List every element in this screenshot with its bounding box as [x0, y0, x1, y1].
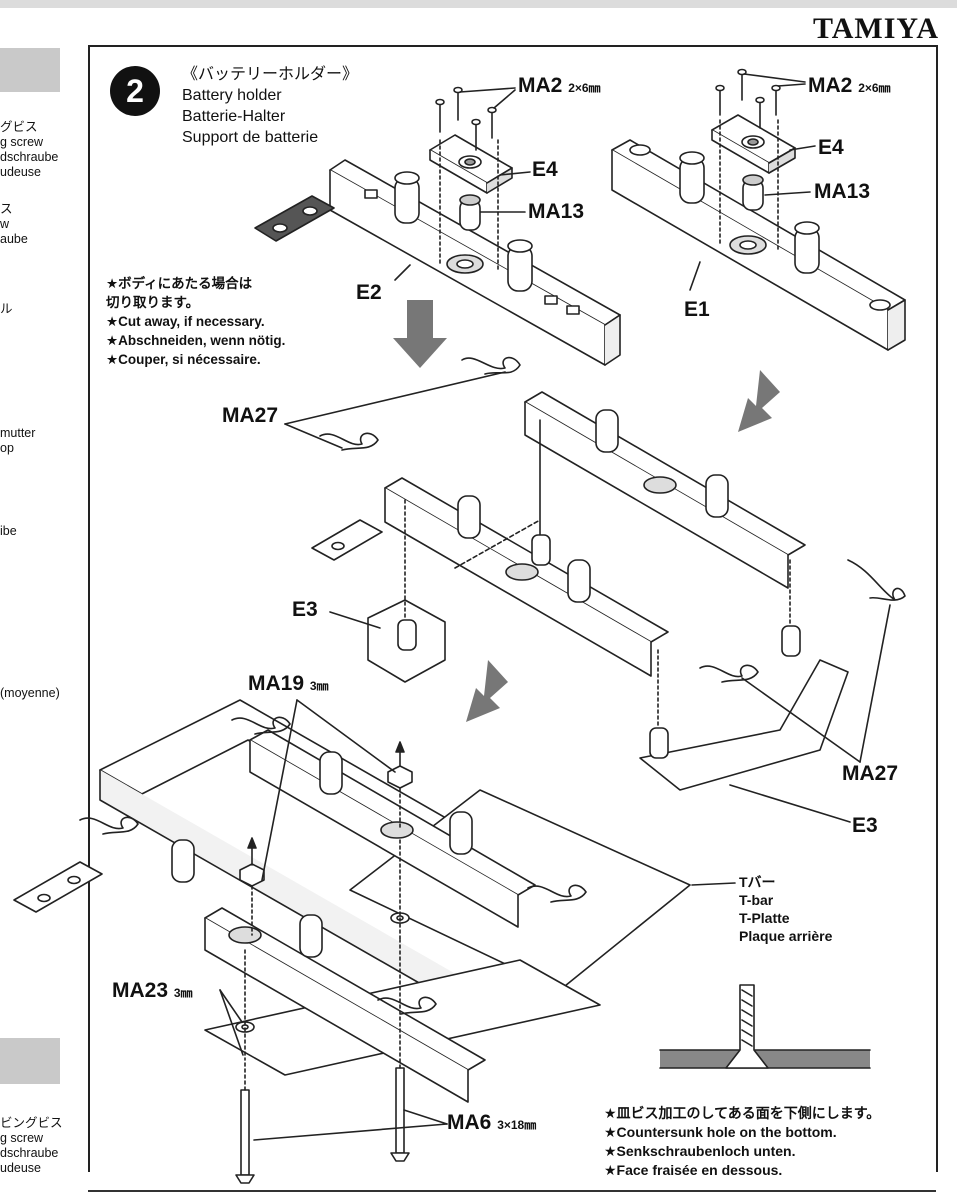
- e1-battery-holder-part: [611, 139, 906, 351]
- step-frame: [88, 45, 938, 1172]
- note-german: ★Abschneiden, wenn nötig.: [106, 333, 286, 348]
- countersunk-fr: ★Face fraisée en dessous.: [604, 1162, 783, 1178]
- left-text-1: グビス g screw dschraube udeuse: [0, 120, 59, 179]
- e4-plate-right: [711, 114, 816, 174]
- chassis-assembly: [13, 699, 736, 1184]
- middle-holder-assembly: [284, 356, 906, 823]
- cut-away-note: ★ボディにあたる場合は 切り取ります。 ★Cut away, if necess…: [106, 274, 285, 369]
- title-french: Support de batterie: [182, 129, 319, 146]
- ma13-ball-right: [719, 119, 779, 251]
- note-jp-line1: ★ボディにあたる場合は: [106, 276, 253, 291]
- label-ma13-left: MA13: [528, 200, 585, 223]
- left-text-3: ル: [0, 302, 13, 316]
- ma2-screws-right: [715, 68, 811, 196]
- label-e1: E1: [684, 298, 710, 321]
- gray-box-top: [0, 48, 60, 92]
- title-english: Battery holder: [182, 87, 282, 104]
- tbar-fr: Plaque arrière: [739, 928, 833, 944]
- label-ma23: MA23 3㎜: [112, 979, 193, 1002]
- title-german: Batterie-Halter: [182, 108, 286, 125]
- e4-plate-left: [429, 134, 513, 194]
- label-e4-right: E4: [818, 136, 844, 159]
- countersunk-jp: ★皿ビス加工のしてある面を下側にします。: [604, 1105, 881, 1121]
- label-ma27-left: MA27: [222, 404, 279, 427]
- countersunk-diagram: [659, 984, 871, 1069]
- label-ma2-left: MA2 2×6㎜: [518, 74, 601, 97]
- label-ma2-right: MA2 2×6㎜: [808, 74, 891, 97]
- ma13-ball-left: [439, 139, 499, 271]
- tbar-de: T-Platte: [739, 910, 790, 926]
- label-ma13-right: MA13: [814, 180, 871, 203]
- left-text-7: ビングビス g screw dschraube udeuse: [0, 1116, 63, 1175]
- label-ma6: MA6 3×18㎜: [447, 1111, 537, 1134]
- tbar-label: Tバー T-bar T-Platte Plaque arrière: [739, 873, 832, 945]
- note-french: ★Couper, si nécessaire.: [106, 352, 261, 367]
- note-jp-line2: 切り取ります。: [106, 295, 200, 310]
- label-e3-left: E3: [292, 598, 318, 621]
- step-title: 《バッテリーホルダー》 Battery holder Batterie-Halt…: [182, 64, 358, 148]
- assembly-arrows: [393, 300, 780, 722]
- step-number-badge: 2: [110, 66, 160, 116]
- countersunk-note: ★皿ビス加工のしてある面を下側にします。 ★Countersunk hole o…: [604, 1104, 880, 1180]
- top-band: [0, 0, 957, 8]
- tbar-jp: Tバー: [739, 874, 776, 890]
- left-text-4: mutter op: [0, 426, 36, 455]
- label-ma19: MA19 3㎜: [248, 672, 329, 695]
- note-english: ★Cut away, if necessary.: [106, 314, 265, 329]
- bottom-rule: [88, 1190, 936, 1192]
- ma2-screws-left: [394, 86, 531, 281]
- countersunk-de: ★Senkschraubenloch unten.: [604, 1143, 796, 1159]
- gray-box-bottom: [0, 1038, 60, 1084]
- brand-logo: TAMIYA: [812, 12, 939, 45]
- tbar-en: T-bar: [739, 892, 774, 908]
- label-ma27-right: MA27: [842, 762, 899, 785]
- left-text-5: ibe: [0, 524, 17, 538]
- e2-battery-holder-part: [254, 159, 621, 366]
- left-text-2: ス w aube: [0, 202, 28, 246]
- title-japanese: 《バッテリーホルダー》: [182, 66, 359, 83]
- label-e4-left: E4: [532, 158, 558, 181]
- left-text-6: (moyenne): [0, 686, 60, 700]
- countersunk-en: ★Countersunk hole on the bottom.: [604, 1124, 837, 1140]
- label-e2: E2: [356, 281, 382, 304]
- neighbor-page-column: グビス g screw dschraube udeuse ス w aube ル …: [0, 40, 86, 1200]
- label-e3-right: E3: [852, 814, 878, 837]
